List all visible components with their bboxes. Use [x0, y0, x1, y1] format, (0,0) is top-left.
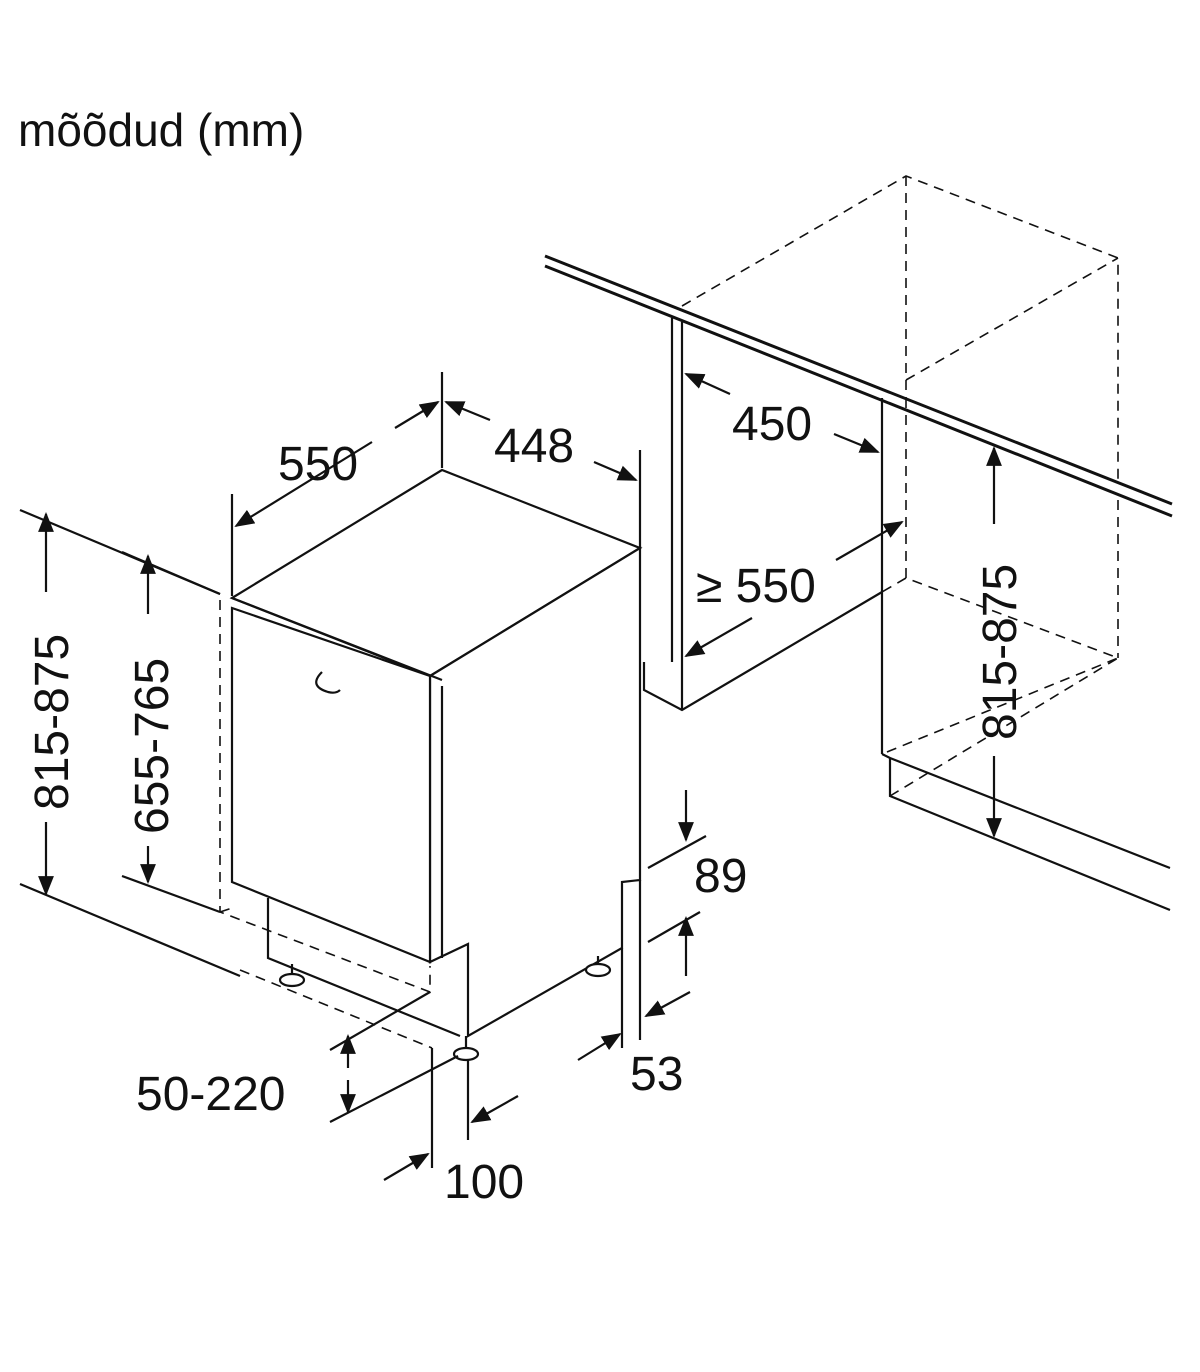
dim-label-niche-height: 815-875: [974, 564, 1027, 740]
dim-label-plinth-recess-89: 89: [694, 850, 747, 903]
kitchen-niche: [544, 175, 1173, 912]
dim-label-plinth-offset-53: 53: [630, 1048, 683, 1101]
dishwasher-body: [219, 468, 643, 1062]
dim-label-door-height: 655-765: [126, 658, 179, 834]
dim-label-plinth-height: 50-220: [136, 1068, 285, 1121]
dim-label-niche-width-450: 450: [732, 398, 812, 451]
diagram-title: mõõdud (mm): [18, 104, 304, 156]
dim-label-depth-550: 550: [278, 438, 358, 491]
dim-label-foot-offset-100: 100: [444, 1156, 524, 1209]
dim-label-width-448: 448: [494, 420, 574, 473]
dim-label-total-height: 815-875: [26, 634, 79, 810]
dim-label-niche-depth: ≥ 550: [696, 560, 816, 613]
dimension-lines: [19, 372, 1002, 1181]
